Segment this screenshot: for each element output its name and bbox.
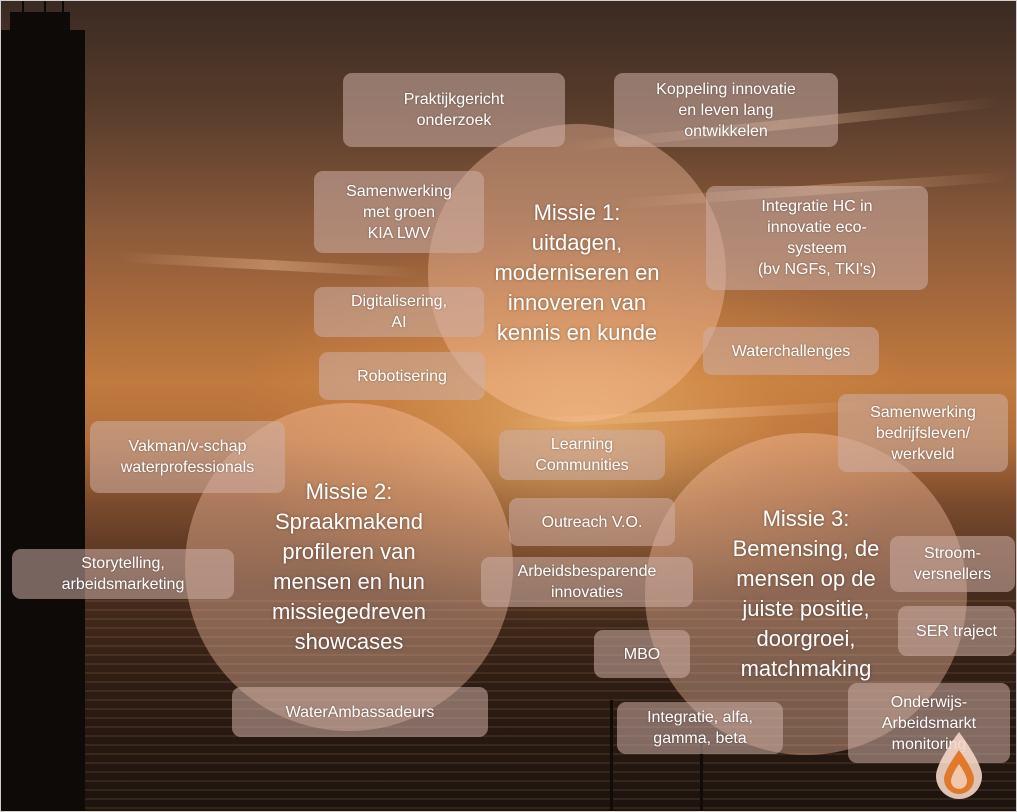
topic-praktijkgericht-onderzoek: Praktijkgericht onderzoek — [343, 73, 565, 147]
antenna — [22, 0, 24, 20]
water-drop-logo-icon — [936, 732, 982, 799]
topic-samenwerking-groen: Samenwerking met groen KIA LWV — [314, 171, 484, 253]
topic-waterchallenges: Waterchallenges — [703, 327, 879, 375]
topic-mbo: MBO — [594, 630, 690, 678]
topic-outreach-vo: Outreach V.O. — [509, 498, 675, 546]
antenna — [44, 0, 46, 16]
topic-robotisering: Robotisering — [319, 352, 485, 400]
topic-vakman-vschap: Vakman/v-schap waterprofessionals — [90, 421, 285, 493]
topic-waterambassadeurs: WaterAmbassadeurs — [232, 687, 488, 737]
mission-2-text: Missie 2: Spraakmakend profileren van me… — [271, 479, 427, 654]
topic-learning-communities: Learning Communities — [499, 430, 665, 480]
topic-stroomversnellers: Stroom- versnellers — [890, 536, 1015, 592]
tower-silhouette — [0, 30, 85, 812]
topic-arbeidsbesparende-innovaties: Arbeidsbesparende innovaties — [481, 557, 693, 607]
topic-onderwijs-arbeidsmarkt: Onderwijs- Arbeidsmarkt monitoring — [848, 683, 1010, 763]
pole-silhouette — [610, 700, 613, 812]
topic-digitalisering: Digitalisering, AI — [314, 287, 484, 337]
mission-3-text: Missie 3: Bemensing, de mensen op de jui… — [732, 506, 880, 681]
pole-silhouette — [700, 740, 703, 812]
topic-koppeling-innovatie: Koppeling innovatie en leven lang ontwik… — [614, 73, 838, 147]
mission-1-text: Missie 1: uitdagen, moderniseren en inno… — [494, 200, 660, 345]
topic-integratie-alfa: Integratie, alfa, gamma, beta — [617, 702, 783, 754]
topic-samenwerking-bedrijfsleven: Samenwerking bedrijfsleven/ werkveld — [838, 394, 1008, 472]
topic-storytelling: Storytelling, arbeidsmarketing — [12, 549, 234, 599]
topic-ser-traject: SER traject — [898, 606, 1015, 656]
topic-integratie-hc: Integratie HC in innovatie eco- systeem … — [706, 186, 928, 290]
sea-surface — [0, 600, 1017, 812]
antenna — [62, 0, 64, 22]
